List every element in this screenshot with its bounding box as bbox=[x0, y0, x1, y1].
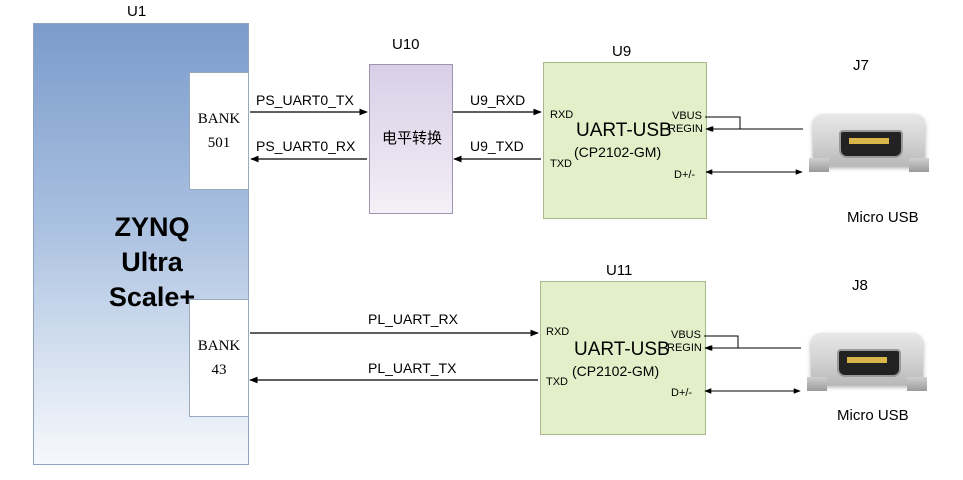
u11-txd-pin: TXD bbox=[546, 376, 568, 388]
u11-regin-pin: REGIN bbox=[667, 342, 702, 354]
u9-regin-pin: REGIN bbox=[668, 123, 703, 135]
signal-pl-uart-rx: PL_UART_RX bbox=[368, 311, 459, 327]
j8-caption: Micro USB bbox=[837, 407, 909, 424]
bank-501-line2: 501 bbox=[207, 135, 231, 151]
u9-vbus-regin-loop bbox=[705, 116, 741, 132]
j8-ref: J8 bbox=[852, 277, 868, 294]
signal-ps-uart0-tx: PS_UART0_TX bbox=[256, 92, 354, 108]
bank-501-line1: BANK bbox=[197, 111, 241, 127]
u9-uart-usb-block: RXD TXD UART-USB (CP2102-GM) VBUS REGIN … bbox=[543, 62, 707, 219]
u11-vbus-pin: VBUS bbox=[671, 329, 701, 341]
bank-501-block: BANK 501 bbox=[189, 72, 249, 190]
bank-43-line2: 43 bbox=[211, 362, 227, 378]
u11-dpm-pin: D+/- bbox=[671, 387, 693, 399]
zynq-chip-block: BANK 501 ZYNQ Ultra Scale+ BANK 43 bbox=[33, 23, 249, 465]
level-shifter-label: 电平转换 bbox=[382, 130, 443, 147]
u11-part: (CP2102-GM) bbox=[572, 363, 660, 379]
signal-u9-txd: U9_TXD bbox=[470, 138, 524, 154]
u11-vbus-regin-loop bbox=[704, 335, 739, 351]
u11-rxd-pin: RXD bbox=[546, 326, 570, 338]
u9-vbus-pin: VBUS bbox=[672, 110, 702, 122]
u9-rxd-pin: RXD bbox=[550, 109, 574, 121]
u11-uart-usb-block: RXD TXD UART-USB (CP2102-GM) VBUS REGIN … bbox=[540, 281, 706, 435]
u9-title: UART-USB bbox=[576, 120, 672, 141]
chip-name-line3: Scale+ bbox=[108, 282, 196, 312]
signal-pl-uart-tx: PL_UART_TX bbox=[368, 360, 457, 376]
u9-ref: U9 bbox=[612, 43, 632, 60]
u9-txd-pin: TXD bbox=[550, 158, 572, 170]
u9-part: (CP2102-GM) bbox=[574, 144, 662, 160]
j7-ref: J7 bbox=[853, 57, 869, 74]
signal-ps-uart0-rx: PS_UART0_RX bbox=[256, 138, 356, 154]
chip-name-line2: Ultra bbox=[121, 247, 183, 277]
u1-ref: U1 bbox=[127, 3, 147, 20]
micro-usb-connector-j8 bbox=[803, 327, 933, 399]
level-shifter-block: 电平转换 bbox=[369, 64, 453, 214]
j7-caption: Micro USB bbox=[847, 209, 919, 226]
u11-title: UART-USB bbox=[574, 339, 670, 360]
bank-43-line1: BANK bbox=[197, 338, 241, 354]
u9-dpm-pin: D+/- bbox=[674, 169, 696, 181]
u11-ref: U11 bbox=[606, 262, 633, 279]
bank-43-block: BANK 43 bbox=[189, 299, 249, 417]
signal-u9-rxd: U9_RXD bbox=[470, 92, 526, 108]
chip-name: ZYNQ Ultra Scale+ bbox=[92, 210, 212, 315]
u10-ref: U10 bbox=[392, 36, 420, 53]
chip-name-line1: ZYNQ bbox=[114, 212, 190, 242]
micro-usb-connector-j7 bbox=[805, 108, 935, 180]
